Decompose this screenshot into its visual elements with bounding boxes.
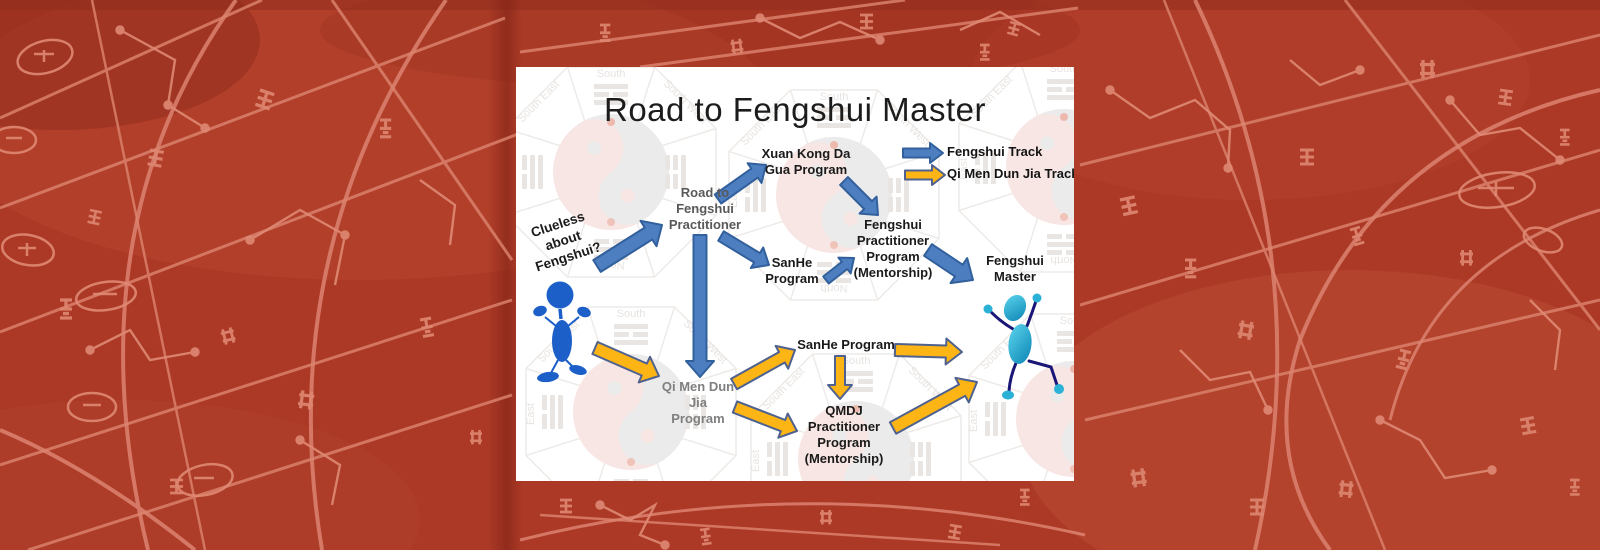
master-arm-right [1025,299,1038,328]
master-foot-right [1054,384,1064,394]
master-leg-left [1007,361,1018,393]
diagram-panel: South South East East North South West R… [516,67,1074,481]
fengshui-master-figure [983,293,1064,400]
master-leg-right [1027,359,1059,387]
arrow-layer [591,142,978,439]
master-body [1008,324,1032,364]
arrow-xuankong-to-fpp [839,176,879,216]
arrow-qmdjp-to-master [888,376,978,435]
master-head [1003,294,1027,322]
figure-foot-left [537,371,559,383]
arrow-road-to-xuankong [713,162,767,205]
arrow-qmdj-to-qmdjp [731,400,798,439]
page-title: Road to Fengshui Master [603,91,987,128]
arrow-fpp-to-master [923,243,974,285]
master-foot-left [1002,390,1014,400]
node-qi-men-dun-jia-program: Qi Men Dun Jia Program [661,379,735,426]
node-sanhe-program-yellow: SanHe Program [797,337,895,352]
master-arm-left [989,310,1015,331]
node-sanhe-program-blue: SanHe Program [765,255,819,286]
master-hand-left [983,304,993,314]
clueless-person-figure [533,281,591,383]
node-fengshui-master: Fengshui Master [986,253,1044,284]
legend-label-fengshui-track: Fengshui Track [947,144,1043,159]
node-fengshui-practitioner-program: Fengshui Practitioner Program (Mentorshi… [853,217,933,280]
figure-hand-right [577,306,591,318]
node-xuan-kong-da-gua-program: Xuan Kong Da Gua Program [761,146,851,177]
legend-label-qmdj-track: Qi Men Dun Jia Track [947,166,1074,181]
constellations [85,10,1565,550]
figure-body [552,320,572,362]
arrow-qmdj-to-sanhe2 [730,344,796,391]
master-hand-right [1032,293,1042,303]
legend-arrow-qmdj-track [904,164,946,186]
arrow-clueless-to-qmdj [591,341,660,384]
arrow-road-to-sanhe [717,230,770,269]
arrow-road-to-qmdj [685,234,715,378]
node-road-to-fengshui-practitioner: Road to Fengshui Practitioner [668,185,742,232]
figure-hand-left [533,305,547,317]
arrow-sanhe2-to-master [893,337,963,366]
legend-arrow-fengshui-track [902,142,944,164]
arrow-sanhe-to-fpp [822,256,855,285]
figure-head [546,281,574,309]
arrow-clueless-to-road [592,219,663,273]
cartouches [0,38,1564,498]
node-qmdj-practitioner-program: QMDJ Practitioner Program (Mentorship) [804,403,884,466]
arrow-sanhe2-down [827,355,853,400]
figure-foot-right [569,365,587,375]
